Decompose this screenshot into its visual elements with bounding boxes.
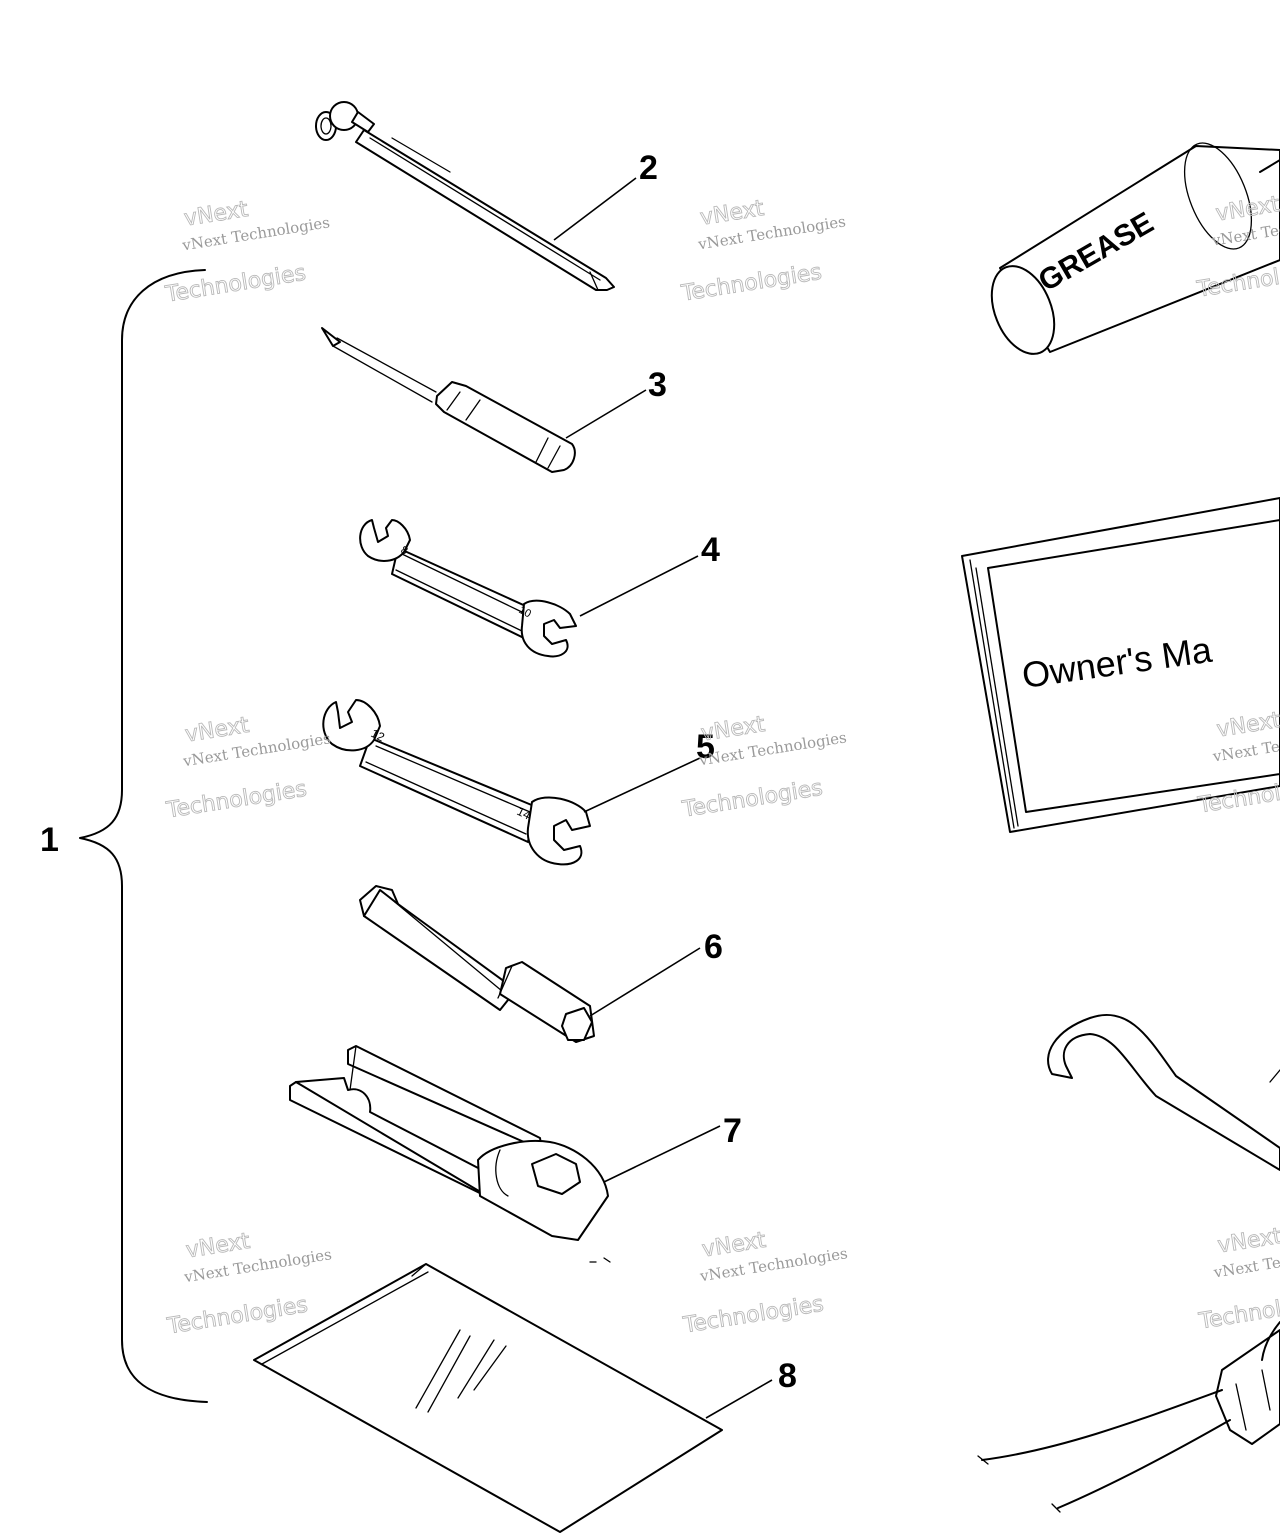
svg-text:Technologies: Technologies: [1197, 1288, 1280, 1335]
svg-text:14: 14: [515, 804, 533, 823]
spanner-wrench: [1047, 1013, 1280, 1171]
tool-bag: [253, 1263, 723, 1533]
tire-gauge: [315, 101, 615, 291]
grease-tube: GREASE: [990, 142, 1280, 355]
svg-text:Technologies: Technologies: [680, 776, 824, 823]
svg-text:Technologies: Technologies: [681, 1292, 825, 1339]
watermark: vNext vNext Technologies Technologies: [163, 196, 331, 308]
watermark: vNext vNext Technologies Technologies: [164, 712, 332, 824]
owners-manual: Owner's Ma: [961, 497, 1280, 833]
tool-kit-brace: [79, 269, 208, 1403]
callout-8: 8: [778, 1357, 797, 1395]
svg-text:Technologies: Technologies: [163, 261, 307, 308]
callout-3: 3: [648, 366, 667, 404]
svg-text:8: 8: [399, 544, 410, 557]
callout-4: 4: [701, 531, 720, 569]
callout-1: 1: [40, 821, 59, 859]
callout-2: 2: [639, 149, 658, 187]
spark-plug-socket: [359, 885, 595, 1043]
watermark: vNext vNext Technologies Technologies: [1196, 1223, 1280, 1335]
svg-text:vNext: vNext: [1216, 1224, 1280, 1259]
callout-6: 6: [704, 928, 723, 966]
gap-tool: [289, 1045, 609, 1241]
screwdriver: [321, 327, 576, 473]
stray-mark: [589, 1257, 611, 1263]
svg-text:12: 12: [369, 726, 387, 745]
wrench-8x10: 8 10: [359, 519, 577, 658]
callout-7: 7: [723, 1112, 742, 1150]
watermark: vNext vNext Technologies Technologies: [679, 196, 847, 308]
svg-text:Technologies: Technologies: [164, 777, 308, 824]
cable-tool: [977, 1321, 1280, 1513]
watermark: vNext vNext Technologies Technologies: [165, 1228, 333, 1340]
svg-text:Technologies: Technologies: [679, 260, 823, 307]
wrench-12x14: 12 14: [322, 699, 591, 866]
watermark: vNext vNext Technologies Technologies: [680, 1227, 848, 1339]
callout-5: 5: [696, 728, 715, 766]
svg-text:Technologies: Technologies: [165, 1293, 309, 1340]
svg-text:10: 10: [517, 604, 533, 620]
